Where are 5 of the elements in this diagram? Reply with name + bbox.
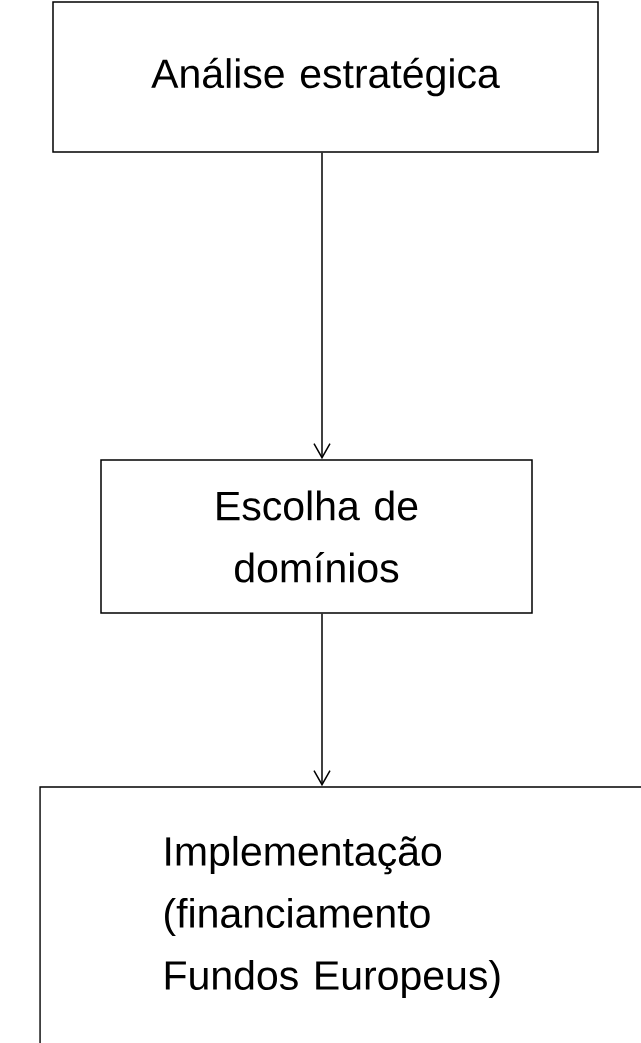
- process-box: Escolha de domínios: [100, 459, 533, 614]
- process-box: Implementação (financiamento Fundos Europeus): [39, 786, 641, 1043]
- arrow: [313, 613, 331, 787]
- arrow: [313, 152, 331, 460]
- process-box: Análise estratégica: [52, 1, 599, 153]
